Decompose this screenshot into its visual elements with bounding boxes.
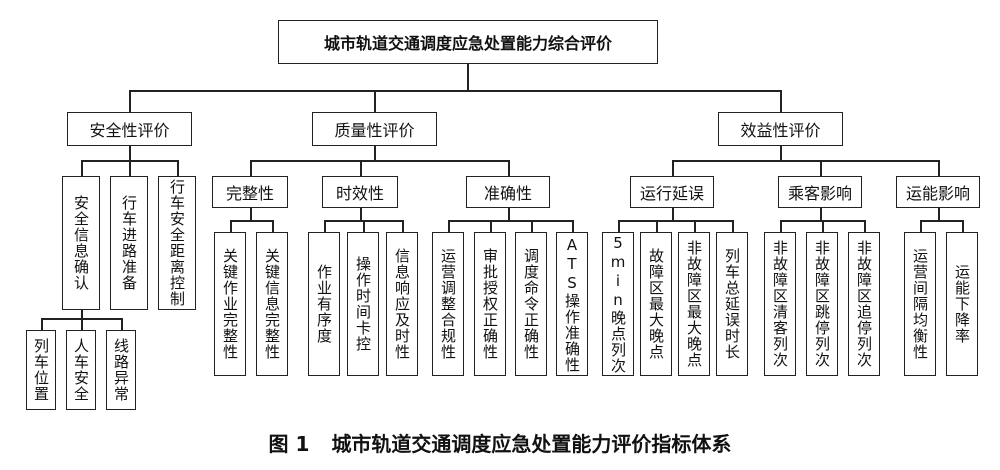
connector bbox=[780, 220, 782, 232]
connector bbox=[732, 220, 734, 232]
capacity-drop-rate-box: 运能下降率 bbox=[946, 232, 978, 376]
connector bbox=[822, 220, 824, 232]
route-prep-box: 行车进路准备 bbox=[110, 176, 148, 310]
connector bbox=[41, 318, 43, 330]
connector bbox=[250, 160, 508, 162]
approval-correctness-box: 审批授权正确性 bbox=[474, 232, 506, 376]
connector bbox=[531, 220, 533, 232]
connector bbox=[448, 220, 572, 222]
interval-balance-box: 运营间隔均衡性 bbox=[904, 232, 936, 376]
connector bbox=[920, 220, 922, 232]
connector bbox=[490, 220, 492, 232]
connector bbox=[694, 220, 696, 232]
fault-area-max-delay-box: 故障区最大晚点 bbox=[640, 232, 672, 376]
operation-adjust-compliance-box: 运营调整合规性 bbox=[432, 232, 464, 376]
passenger-impact-box: 乘客影响 bbox=[778, 176, 862, 208]
connector bbox=[402, 220, 404, 232]
connector bbox=[230, 220, 232, 232]
info-response-box: 信息响应及时性 bbox=[386, 232, 418, 376]
connector bbox=[121, 318, 123, 330]
connector bbox=[820, 208, 822, 220]
connector bbox=[360, 208, 362, 220]
safe-distance-box: 行车安全距离控制 bbox=[158, 176, 196, 310]
connector bbox=[363, 220, 365, 232]
skip-stop-box: 非故障区跳停列次 bbox=[806, 232, 838, 376]
safety-info-confirm-box: 安全信息确认 bbox=[62, 176, 100, 310]
connector bbox=[129, 160, 131, 176]
connector bbox=[938, 160, 940, 176]
connector bbox=[177, 160, 179, 176]
accuracy-box: 准确性 bbox=[466, 176, 550, 208]
connector bbox=[272, 220, 274, 232]
connector bbox=[864, 220, 866, 232]
connector bbox=[656, 220, 658, 232]
connector bbox=[672, 208, 674, 220]
completeness-box: 完整性 bbox=[212, 176, 288, 208]
safety-eval-box: 安全性评价 bbox=[67, 112, 192, 146]
clear-passenger-box: 非故障区清客列次 bbox=[764, 232, 796, 376]
connector bbox=[129, 146, 131, 160]
connector bbox=[250, 160, 252, 176]
connector bbox=[81, 310, 83, 318]
ats-operation-accuracy-box: ATS操作准确性 bbox=[556, 232, 588, 376]
person-train-safety-box: 人车安全 bbox=[66, 330, 96, 410]
delay-box: 运行延误 bbox=[630, 176, 714, 208]
capacity-impact-box: 运能影响 bbox=[896, 176, 980, 208]
connector bbox=[129, 90, 131, 112]
connector bbox=[374, 146, 376, 160]
connector bbox=[820, 160, 822, 176]
connector bbox=[618, 220, 620, 232]
key-info-completeness-box: 关键信息完整性 bbox=[256, 232, 288, 376]
figure-number: 图 1 bbox=[268, 432, 310, 456]
chase-stop-box: 非故障区追停列次 bbox=[848, 232, 880, 376]
connector bbox=[324, 220, 326, 232]
connector bbox=[920, 220, 962, 222]
non-fault-area-max-delay-box: 非故障区最大晚点 bbox=[678, 232, 710, 376]
operation-time-control-box: 操作时间卡控 bbox=[347, 232, 379, 376]
connector bbox=[938, 208, 940, 220]
connector bbox=[780, 146, 782, 160]
operation-order-box: 作业有序度 bbox=[308, 232, 340, 376]
connector bbox=[81, 318, 83, 330]
connector bbox=[962, 220, 964, 232]
connector bbox=[508, 208, 510, 220]
connector bbox=[780, 90, 782, 112]
line-abnormal-box: 线路异常 bbox=[106, 330, 136, 410]
train-position-box: 列车位置 bbox=[26, 330, 56, 410]
connector bbox=[672, 160, 938, 162]
root-box: 城市轨道交通调度应急处置能力综合评价 bbox=[278, 20, 658, 64]
hierarchy-diagram: 城市轨道交通调度应急处置能力综合评价 安全性评价 质量性评价 效益性评价 安全信… bbox=[26, 20, 980, 410]
dispatch-command-correctness-box: 调度命令正确性 bbox=[515, 232, 547, 376]
benefit-eval-box: 效益性评价 bbox=[718, 112, 843, 146]
connector bbox=[374, 90, 376, 112]
connector bbox=[508, 160, 510, 176]
connector bbox=[467, 64, 469, 90]
connector bbox=[230, 220, 272, 222]
key-operation-completeness-box: 关键作业完整性 bbox=[214, 232, 246, 376]
timeliness-box: 时效性 bbox=[322, 176, 398, 208]
connector bbox=[572, 220, 574, 232]
figure-caption: 图 1 城市轨道交通调度应急处置能力评价指标体系 bbox=[0, 428, 1000, 457]
connector bbox=[672, 160, 674, 176]
connector bbox=[618, 220, 732, 222]
five-min-delay-box: 5min晚点列次 bbox=[602, 232, 634, 376]
quality-eval-box: 质量性评价 bbox=[312, 112, 437, 146]
total-delay-time-box: 列车总延误时长 bbox=[716, 232, 748, 376]
connector bbox=[250, 208, 252, 220]
connector bbox=[81, 160, 83, 176]
figure-title: 城市轨道交通调度应急处置能力评价指标体系 bbox=[331, 432, 732, 456]
connector bbox=[448, 220, 450, 232]
connector bbox=[129, 90, 781, 92]
connector bbox=[360, 160, 362, 176]
